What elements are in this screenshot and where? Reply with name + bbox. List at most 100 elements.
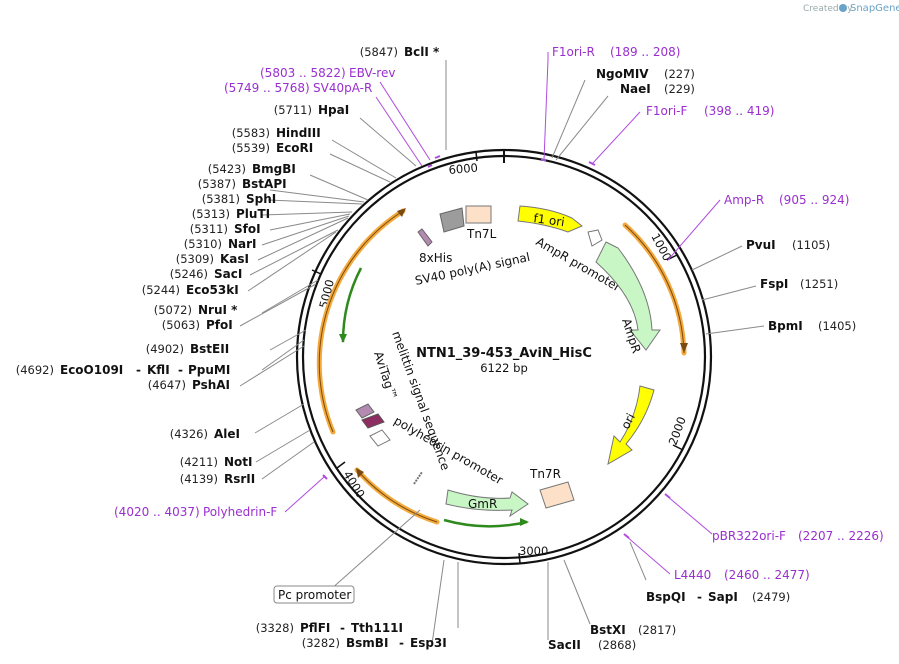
enzyme-sapi[interactable]: SapI <box>708 590 738 604</box>
feature-gmr[interactable]: GmR <box>445 489 529 518</box>
svg-text:-: - <box>178 363 183 377</box>
svg-text:(5583): (5583) <box>232 126 270 140</box>
svg-text:(5072): (5072) <box>154 303 192 317</box>
enzyme-eco0109i[interactable]: EcoO109I <box>60 363 123 377</box>
primer-l4440[interactable]: L4440 <box>674 568 711 582</box>
enzyme-kasi[interactable]: KasI <box>220 252 249 266</box>
svg-text:(4020 .. 4037): (4020 .. 4037) <box>114 505 200 519</box>
svg-text:(5539): (5539) <box>232 141 270 155</box>
svg-text:(5311): (5311) <box>190 222 228 236</box>
svg-text:8xHis: 8xHis <box>419 251 452 265</box>
svg-text:Tn7L: Tn7L <box>466 227 497 241</box>
primer-f1ori-r[interactable]: F1ori-R <box>552 45 595 59</box>
enzyme-nari[interactable]: NarI <box>228 237 257 251</box>
svg-text:AviTag™: AviTag™ <box>371 350 400 402</box>
enzyme-ngomiv[interactable]: NgoMIV <box>596 67 649 81</box>
svg-text:(4647): (4647) <box>148 378 186 392</box>
enzyme-labels-right: NgoMIV (227) NaeI (229) PvuI (1105) FspI… <box>548 67 856 652</box>
primer-amp-r[interactable]: Amp-R <box>724 193 764 207</box>
feature-avitag[interactable]: AviTag™ <box>361 350 400 429</box>
plasmid-length: 6122 bp <box>480 361 528 375</box>
svg-text:(227): (227) <box>664 67 695 81</box>
enzyme-labels-bottom: (3328) PflFI - Tth111I (3282) BsmBI - Es… <box>256 621 447 650</box>
pc-promoter-label[interactable]: Pc promoter <box>273 585 355 604</box>
enzyme-sfoi[interactable]: SfoI <box>234 222 261 236</box>
feature-ampr[interactable]: AmpR <box>595 241 661 355</box>
enzyme-bcli[interactable]: BclI * <box>404 45 440 59</box>
tick-4000: 4000 <box>340 468 367 500</box>
svg-text:(1405): (1405) <box>818 319 856 333</box>
enzyme-bspqi[interactable]: BspQI <box>646 590 686 604</box>
enzyme-eco53ki[interactable]: Eco53kI <box>186 283 239 297</box>
enzyme-rsrii[interactable]: RsrII <box>224 472 255 486</box>
primer-sv40pa-r[interactable]: SV40pA-R <box>313 81 372 95</box>
svg-text:(5847): (5847) <box>360 45 398 59</box>
enzyme-naei[interactable]: NaeI <box>620 82 651 96</box>
tick-6000: 6000 <box>448 160 478 176</box>
svg-text:(5309): (5309) <box>176 252 214 266</box>
enzyme-pfoi[interactable]: PfoI <box>206 318 233 332</box>
svg-text:(229): (229) <box>664 82 695 96</box>
enzyme-pshai[interactable]: PshAI <box>192 378 230 392</box>
enzyme-fspi[interactable]: FspI <box>760 277 788 291</box>
svg-text:(5423): (5423) <box>208 162 246 176</box>
enzyme-kfli[interactable]: KflI <box>147 363 170 377</box>
enzyme-ecori[interactable]: EcoRI <box>276 141 313 155</box>
created-by-label: Created by <box>803 4 853 14</box>
enzyme-sacii[interactable]: SacII <box>548 638 581 652</box>
primer-ebv-rev[interactable]: EBV-rev <box>349 66 395 80</box>
enzyme-hindiii[interactable]: HindIII <box>276 126 321 140</box>
enzyme-bsteii[interactable]: BstEII <box>190 342 229 356</box>
svg-text:(2207 .. 2226): (2207 .. 2226) <box>798 529 884 543</box>
enzyme-bstxi[interactable]: BstXI <box>590 623 626 637</box>
svg-text:(4211): (4211) <box>180 455 218 469</box>
svg-text:(2817): (2817) <box>638 623 676 637</box>
svg-text:-: - <box>136 363 141 377</box>
snapgene-logo-icon <box>839 4 847 12</box>
svg-text:-: - <box>399 636 404 650</box>
svg-text:GmR: GmR <box>468 497 497 511</box>
enzyme-bstapi[interactable]: BstAPI <box>242 177 287 191</box>
enzyme-saci[interactable]: SacI <box>214 267 242 281</box>
enzyme-pvui[interactable]: PvuI <box>746 238 776 252</box>
svg-text:(4139): (4139) <box>180 472 218 486</box>
enzyme-pluti[interactable]: PluTI <box>236 207 270 221</box>
feature-f1-ori[interactable]: f1 ori <box>517 205 583 233</box>
enzyme-alei[interactable]: AleI <box>214 427 240 441</box>
svg-text:Tn7R: Tn7R <box>529 467 561 481</box>
svg-text:(5313): (5313) <box>192 207 230 221</box>
svg-text:(5711): (5711) <box>274 103 312 117</box>
svg-text:(4326): (4326) <box>170 427 208 441</box>
svg-text:(1105): (1105) <box>792 238 830 252</box>
primer-f1ori-f[interactable]: F1ori-F <box>646 104 687 118</box>
feature-ori[interactable]: ori <box>607 385 655 466</box>
primer-pbr322ori-f[interactable]: pBR322ori-F <box>712 529 786 543</box>
enzyme-nrui[interactable]: NruI * <box>198 303 238 317</box>
enzyme-esp3i[interactable]: Esp3I <box>410 636 447 650</box>
enzyme-noti[interactable]: NotI <box>224 455 253 469</box>
enzyme-pflfi[interactable]: PflFI <box>300 621 330 635</box>
svg-text:(189 .. 208): (189 .. 208) <box>610 45 680 59</box>
svg-text:-: - <box>340 621 345 635</box>
enzyme-bpmi[interactable]: BpmI <box>768 319 803 333</box>
primer-polyhedrin-f[interactable]: Polyhedrin-F <box>203 505 277 519</box>
svg-text:Pc promoter: Pc promoter <box>278 588 351 602</box>
enzyme-tth111i[interactable]: Tth111I <box>351 621 403 635</box>
svg-text:(5803 .. 5822): (5803 .. 5822) <box>260 66 346 80</box>
svg-text:(905 .. 924): (905 .. 924) <box>779 193 849 207</box>
feature-8xhis[interactable]: 8xHis <box>417 228 452 265</box>
svg-text:f1 ori: f1 ori <box>533 211 566 229</box>
svg-text:(5310): (5310) <box>184 237 222 251</box>
feature-tn7r[interactable]: Tn7R <box>529 467 575 509</box>
enzyme-bmgbi[interactable]: BmgBI <box>252 162 296 176</box>
enzyme-bsmbi[interactable]: BsmBI <box>346 636 388 650</box>
enzyme-sphi[interactable]: SphI <box>246 192 276 206</box>
enzyme-hpai[interactable]: HpaI <box>318 103 349 117</box>
leader-lines-right <box>329 52 765 645</box>
orf-arcs <box>316 208 688 528</box>
feature-tn7l[interactable]: Tn7L <box>465 205 497 241</box>
scale-ticks <box>311 150 684 564</box>
svg-text:ori: ori <box>618 411 638 431</box>
enzyme-ppumi[interactable]: PpuMI <box>188 363 230 377</box>
feature-pc-promoter-mark <box>413 471 423 485</box>
